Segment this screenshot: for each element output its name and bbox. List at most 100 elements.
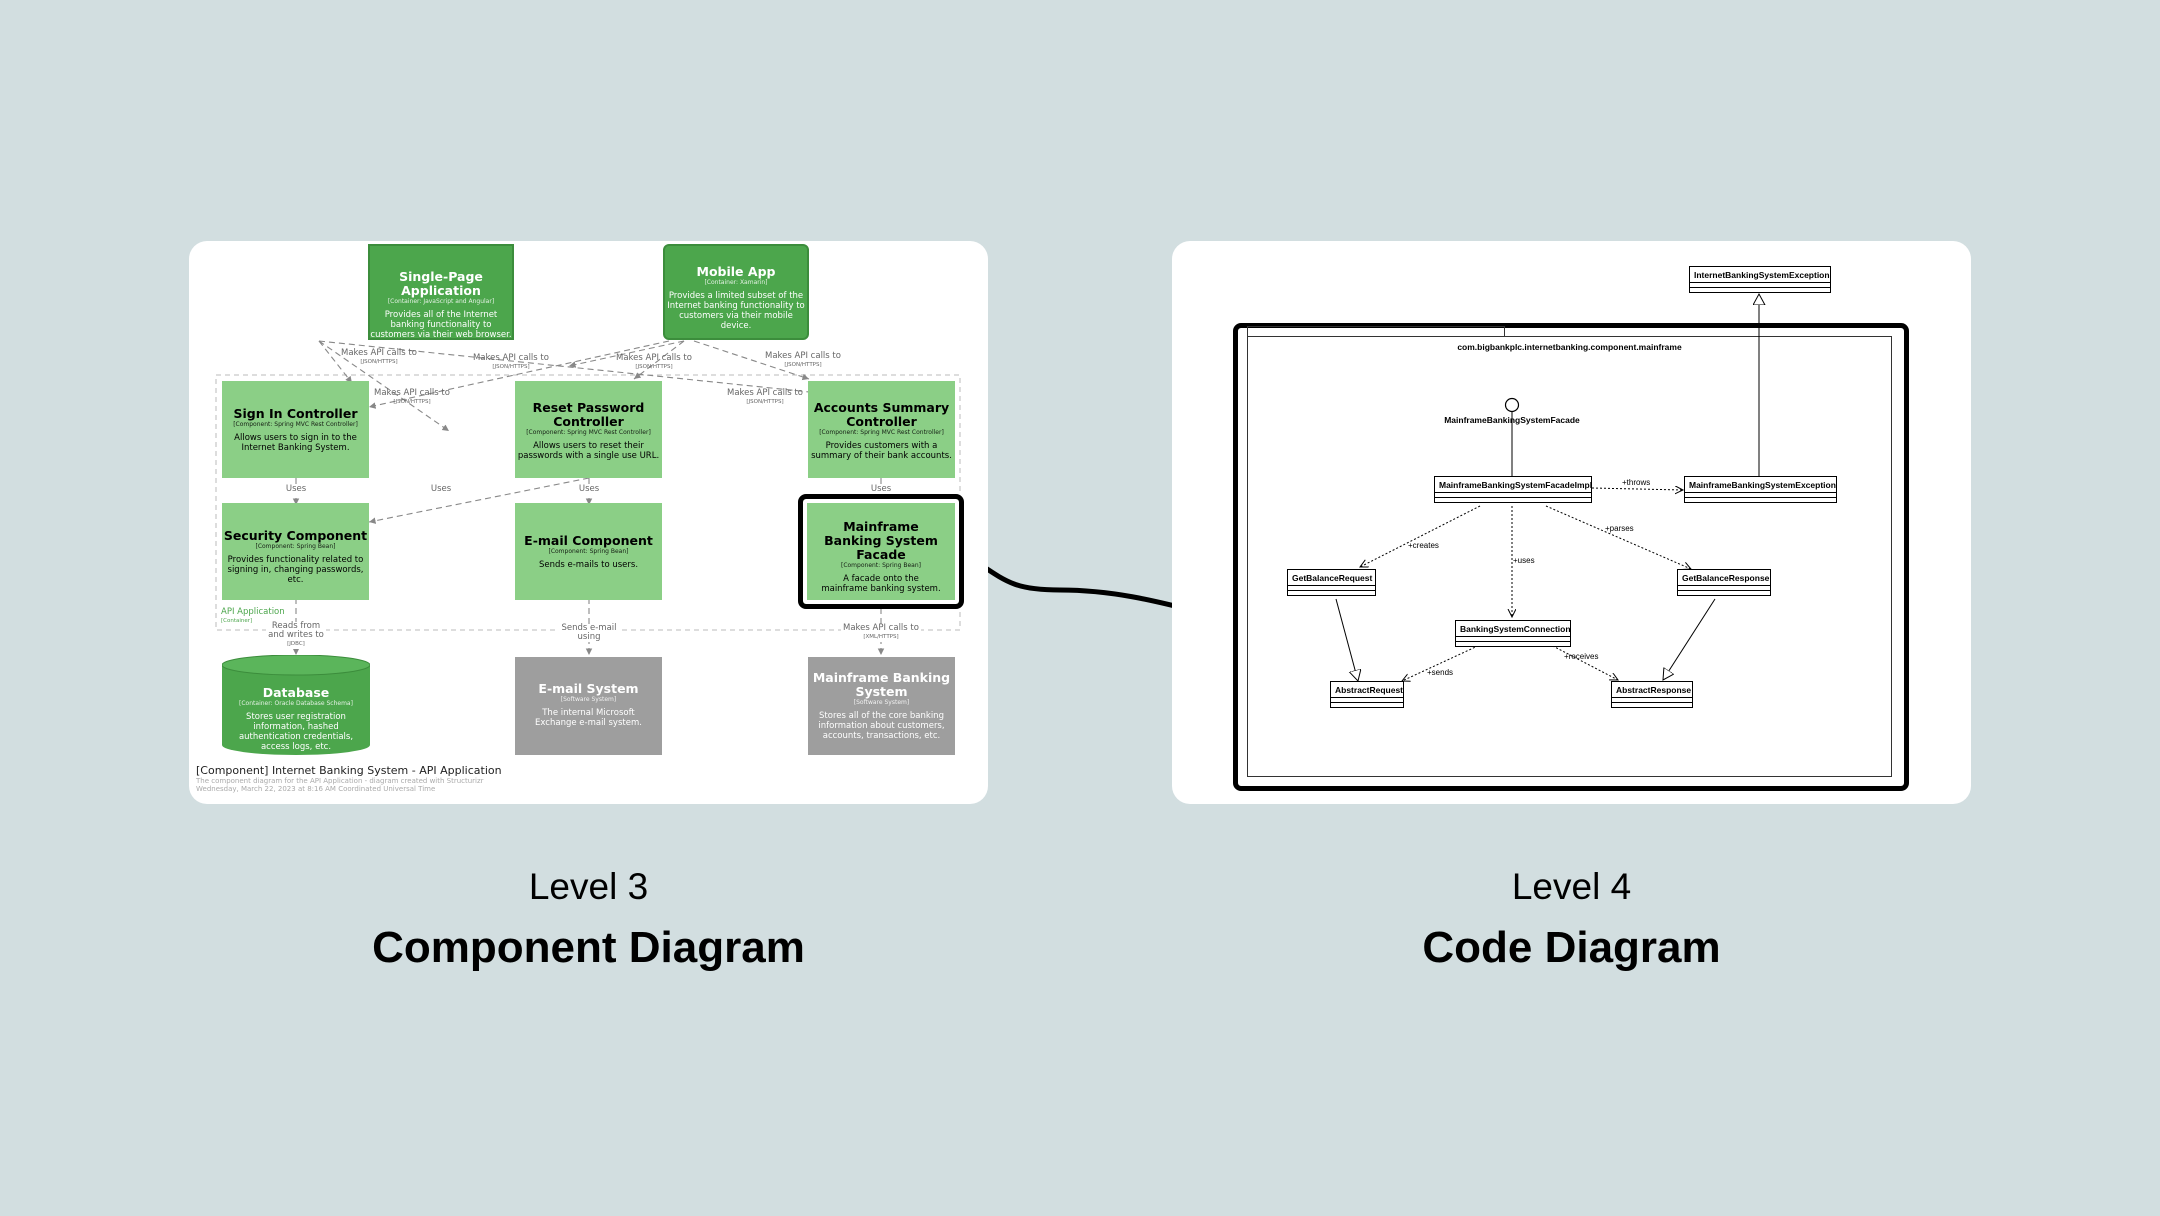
code-relations — [1335, 241, 1971, 804]
interface-label: MainframeBankingSystemFacade — [1444, 415, 1580, 425]
relation-uses-label: Uses — [569, 485, 609, 494]
component-diagram-panel: Single-Page Application [Container: Java… — [189, 241, 988, 804]
database-tech: [Container: Oracle Database Schema] — [239, 700, 353, 707]
external-tech: [Software System] — [560, 696, 617, 703]
component-security-component: Security Component [Component: Spring Be… — [222, 503, 369, 600]
highlight-frame — [1233, 323, 1909, 791]
class-name: BankingSystemConnection — [1460, 624, 1571, 634]
external-desc: Stores all of the core banking informati… — [818, 711, 945, 741]
component-accounts-summary-controller: Accounts Summary Controller [Component: … — [808, 381, 955, 478]
component-desc: Allows users to sign in to the Internet … — [234, 433, 357, 453]
class-abstract-response: AbstractResponse — [1611, 681, 1693, 708]
relation-tech: [JSON/HTTPS] — [784, 362, 822, 368]
relation-text: Makes API calls to — [374, 388, 450, 398]
external-mainframe-banking-system: Mainframe Banking System [Software Syste… — [808, 657, 955, 755]
container-tech: [Container: Xamarin] — [704, 279, 768, 286]
external-email-system: E-mail System [Software System] The inte… — [515, 657, 662, 755]
relation-uses-label: Uses — [276, 485, 316, 494]
relation-tech: [JSON/HTTPS] — [360, 359, 398, 365]
container-title: Single-Page Application — [399, 269, 483, 298]
boundary-label: API Application [Container] — [221, 608, 285, 626]
component-mainframe-banking-system-facade: Mainframe Banking System Facade [Compone… — [798, 494, 964, 609]
component-title: Accounts Summary Controller — [813, 400, 950, 429]
component-desc: Allows users to reset their passwords wi… — [517, 441, 660, 461]
relation-tech: [JDBC] — [287, 641, 305, 647]
container-desc: Provides a limited subset of the Interne… — [667, 291, 805, 331]
database: Database [Container: Oracle Database Sch… — [222, 685, 370, 753]
class-mainframe-banking-system-facade-impl: MainframeBankingSystemFacadeImpl — [1434, 476, 1592, 503]
external-title: E-mail System — [538, 681, 639, 696]
boundary-kind: [Container] — [221, 618, 253, 624]
relation-tech: [JSON/HTTPS] — [393, 399, 431, 405]
database-title: Database — [262, 685, 330, 700]
relation-text: Reads from and writes to — [268, 621, 324, 640]
relation-throws-label: +throws — [1622, 478, 1651, 487]
database-desc: Stores user registration information, ha… — [238, 712, 354, 752]
package-frame — [1247, 336, 1892, 777]
external-title: Mainframe Banking System — [812, 670, 951, 699]
diagram-footer: [Component] Internet Banking System - AP… — [196, 764, 502, 793]
relation-uses-label: Uses — [861, 485, 901, 494]
relation-text: Makes API calls to — [765, 351, 841, 361]
component-desc: Provides functionality related to signin… — [227, 555, 364, 585]
component-desc: Provides customers with a summary of the… — [811, 441, 952, 461]
relation-uses-label: +uses — [1513, 556, 1535, 565]
component-title: Security Component — [223, 528, 368, 543]
code-diagram-panel: com.bigbankplc.internetbanking.component… — [1172, 241, 1971, 804]
external-tech: [Software System] — [853, 699, 910, 706]
database-cylinder — [222, 655, 370, 755]
component-sign-in-controller: Sign In Controller [Component: Spring MV… — [222, 381, 369, 478]
container-tech: [Container: JavaScript and Angular] — [387, 298, 495, 305]
component-desc: Sends e-mails to users. — [538, 560, 639, 570]
class-get-balance-response: GetBalanceResponse — [1677, 569, 1771, 596]
component-desc: A facade onto the mainframe banking syst… — [821, 574, 941, 594]
diagram-footer-subtitle: The component diagram for the API Applic… — [196, 777, 484, 785]
class-internet-banking-system-exception: InternetBankingSystemException — [1689, 266, 1831, 293]
class-name: InternetBankingSystemException — [1694, 270, 1830, 280]
component-tech: [Component: Spring Bean] — [548, 548, 629, 555]
external-desc: The internal Microsoft Exchange e-mail s… — [535, 708, 642, 728]
relation-text: Makes API calls to — [616, 353, 692, 363]
boundary-name: API Application — [221, 607, 285, 617]
relation-tech: [XML/HTTPS] — [863, 634, 899, 640]
component-email-component: E-mail Component [Component: Spring Bean… — [515, 503, 662, 600]
relation-text: Makes API calls to — [843, 623, 919, 633]
class-name: AbstractResponse — [1616, 685, 1692, 695]
relation-label: Makes API calls to [JSON/HTTPS] — [339, 349, 419, 367]
right-level-caption: Level 4 — [1511, 866, 1632, 907]
component-title: Sign In Controller — [233, 406, 358, 421]
class-name: GetBalanceRequest — [1292, 573, 1373, 583]
container-single-page-application: Single-Page Application [Container: Java… — [368, 244, 514, 340]
package-tab — [1247, 326, 1505, 337]
relation-label: Makes API calls to [JSON/HTTPS] — [763, 352, 843, 370]
relation-uses-label: Uses — [421, 485, 461, 494]
component-tech: [Component: Spring Bean] — [255, 543, 336, 550]
class-name: GetBalanceResponse — [1682, 573, 1770, 583]
relation-label: Makes API calls to [JSON/HTTPS] — [614, 354, 694, 372]
relation-text: Sends e-mail using — [561, 623, 617, 642]
class-get-balance-request: GetBalanceRequest — [1287, 569, 1376, 596]
component-tech: [Component: Spring MVC Rest Controller] — [819, 429, 944, 436]
relation-receives-label: +receives — [1564, 652, 1599, 661]
relation-sends-label: +sends — [1427, 668, 1454, 677]
diagram-footer-title: [Component] Internet Banking System - AP… — [196, 764, 502, 777]
component-title: Mainframe Banking System Facade — [824, 519, 938, 562]
relation-creates-label: +creates — [1408, 541, 1439, 550]
relation-tech: [JSON/HTTPS] — [635, 364, 673, 370]
relation-text: Makes API calls to — [727, 388, 803, 398]
right-title-caption: Code Diagram — [1422, 923, 1721, 972]
class-name: MainframeBankingSystemFacadeImpl — [1439, 480, 1593, 490]
component-reset-password-controller: Reset Password Controller [Component: Sp… — [515, 381, 662, 478]
container-desc: Provides all of the Internet banking fun… — [370, 310, 512, 340]
relation-label: Makes API calls to [JSON/HTTPS] — [725, 389, 805, 407]
relation-label: Makes API calls to [JSON/HTTPS] — [372, 389, 452, 407]
relation-tech: [JSON/HTTPS] — [492, 364, 530, 370]
component-tech: [Component: Spring MVC Rest Controller] — [233, 421, 358, 428]
diagram-footer-date: Wednesday, March 22, 2023 at 8:16 AM Coo… — [196, 785, 436, 793]
package-name: com.bigbankplc.internetbanking.component… — [1457, 342, 1682, 352]
relation-label: Sends e-mail using — [559, 624, 619, 642]
component-tech: [Component: Spring Bean] — [840, 562, 921, 569]
class-mainframe-banking-system-exception: MainframeBankingSystemException — [1684, 476, 1837, 503]
class-abstract-request: AbstractRequest — [1330, 681, 1404, 708]
relation-tech: [JSON/HTTPS] — [746, 399, 784, 405]
